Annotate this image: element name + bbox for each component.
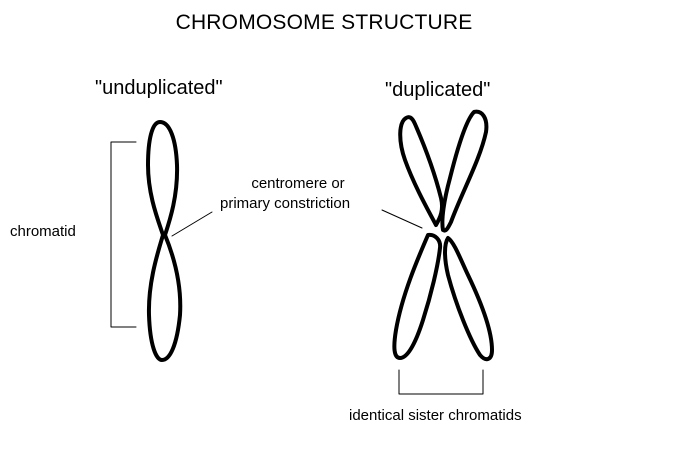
centromere-pointer-lines <box>171 209 423 237</box>
centromere-label-line2: primary constriction <box>220 195 351 212</box>
duplicated-chromosome <box>392 109 494 362</box>
unduplicated-chromosome <box>146 120 183 362</box>
centromere-label-line1: centromere or <box>251 175 345 192</box>
duplicated-heading: "duplicated" <box>385 79 491 101</box>
sister-chromatids-bracket <box>398 369 484 395</box>
sister-chromatids-label: identical sister chromatids <box>349 407 522 424</box>
unduplicated-heading: "unduplicated" <box>95 77 223 99</box>
chromatid-label: chromatid <box>10 223 76 240</box>
diagram-title: CHROMOSOME STRUCTURE <box>175 11 473 34</box>
chromatid-bracket <box>110 141 137 328</box>
